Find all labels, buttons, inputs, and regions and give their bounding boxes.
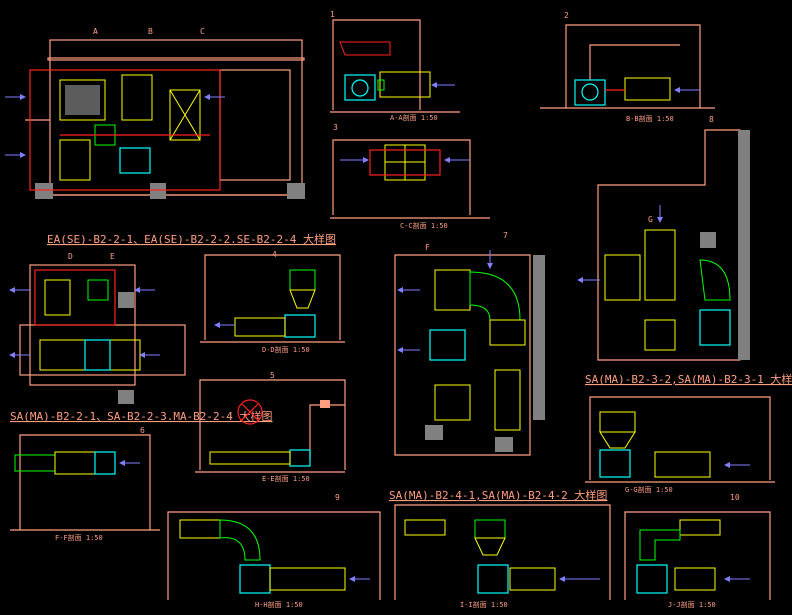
grid-label-b: B xyxy=(148,27,153,36)
section-e-e: 5 E-E剖面 1:50 xyxy=(195,371,346,483)
section-label-b: B-B剖面 1:50 xyxy=(626,114,674,123)
section-a-a: 1 A-A剖面 1:50 xyxy=(330,10,460,122)
grid-label-g: G xyxy=(648,215,653,224)
axis-number-6: 6 xyxy=(140,426,145,435)
section-h-h: 9 H-H剖面 1:50 xyxy=(167,493,381,609)
grid-label-d: D xyxy=(68,252,73,261)
section-label-f: F-F剖面 1:50 xyxy=(55,533,103,542)
title-sa-ma-4: SA(MA)-B2-4-1,SA(MA)-B2-4-2 大样图 xyxy=(389,488,607,502)
axis-number-1: 1 xyxy=(330,10,335,19)
axis-number-10: 10 xyxy=(730,493,740,502)
axis-number-5: 5 xyxy=(270,371,275,380)
title-ea-se: EA(SE)-B2-2-1、EA(SE)-B2-2-2.SE-B2-2-4 大样… xyxy=(47,232,336,246)
plan-ea-se: A B C EA(SE)-B2-2-1、EA(SE)-B2-2-2.SE-B2-… xyxy=(5,27,336,246)
section-label-j: J-J剖面 1:50 xyxy=(668,600,716,609)
grid-label-a: A xyxy=(93,27,98,36)
section-d-d: 4 D-D剖面 1:50 xyxy=(200,250,345,354)
axis-number-7: 7 xyxy=(503,231,508,240)
section-label-h: H-H剖面 1:50 xyxy=(255,600,303,609)
axis-number-8: 8 xyxy=(709,115,714,124)
plan-sa-ma-4: F 7 SA(MA)-B2-4-1,SA(MA)-B2-4-2 大样图 xyxy=(389,231,607,502)
title-sa-ma-3: SA(MA)-B2-3-2,SA(MA)-B2-3-1 大样图 xyxy=(585,372,792,386)
grid-label-e: E xyxy=(110,252,115,261)
section-b-b: 2 B-B剖面 1:50 xyxy=(540,11,715,123)
section-f-f: 6 F-F剖面 1:50 xyxy=(10,426,160,542)
section-label-g: G-G剖面 1:50 xyxy=(625,485,673,494)
section-label-i: I-I剖面 1:50 xyxy=(460,600,508,609)
section-i-i: I-I剖面 1:50 xyxy=(394,504,611,609)
section-c-c: 3 C-C剖面 1:50 xyxy=(330,123,490,230)
plan-sa-ma-3: G 8 SA(MA)-B2-3-2,SA(MA)-B2-3-1 大样图 xyxy=(577,115,792,386)
section-label-a: A-A剖面 1:50 xyxy=(390,113,438,122)
grid-label-f: F xyxy=(425,243,430,252)
section-label-c: C-C剖面 1:50 xyxy=(400,221,448,230)
axis-number-3: 3 xyxy=(333,123,338,132)
title-sa-ma-2: SA(MA)-B2-2-1、SA-B2-2-3.MA-B2-2-4 大样图 xyxy=(10,409,273,423)
section-label-e: E-E剖面 1:50 xyxy=(262,474,310,483)
axis-number-9: 9 xyxy=(335,493,340,502)
section-label-d: D-D剖面 1:50 xyxy=(262,345,310,354)
grid-label-c: C xyxy=(200,27,205,36)
axis-number-4: 4 xyxy=(272,250,277,259)
section-g-g: G-G剖面 1:50 xyxy=(585,396,775,494)
section-j-j: 10 J-J剖面 1:50 xyxy=(624,493,771,609)
axis-number-2: 2 xyxy=(564,11,569,20)
plan-sa-ma-2: D E SA(MA)-B2-2-1、SA-B2-2-3.MA-B2-2-4 大样… xyxy=(9,252,273,423)
